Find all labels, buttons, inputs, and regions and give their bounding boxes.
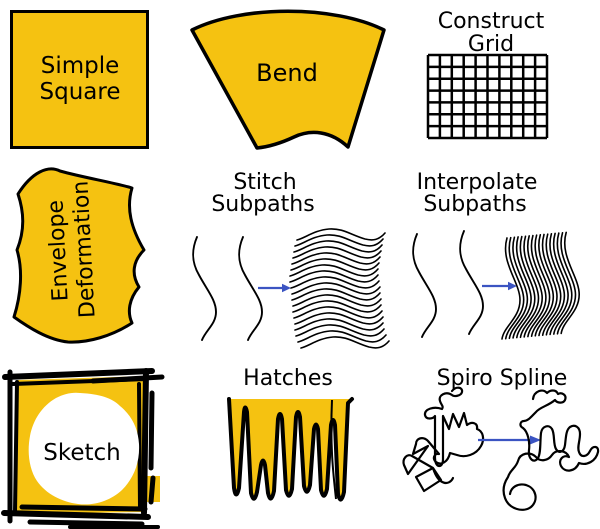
- sketch-strokes: [1, 368, 165, 529]
- envelope-label-line1: Envelope: [43, 199, 73, 302]
- hatches-thin-stroke: [330, 399, 337, 500]
- hatches-cell: Hatches: [227, 366, 354, 502]
- stitch-title-line2: Subpaths: [211, 192, 314, 217]
- envelope-label-group: Envelope Deformation: [43, 180, 100, 319]
- stitch-source-curve-2: [238, 236, 263, 341]
- interpolate-source-curve-1: [412, 233, 437, 338]
- stitch-arrow-head: [282, 283, 291, 293]
- spiro-arrow-head: [530, 435, 541, 445]
- interpolate-cell: Interpolate Subpaths: [412, 170, 581, 340]
- simple-square-label-line2: Square: [40, 79, 121, 105]
- spiro-result-path: [502, 389, 600, 511]
- construct-grid-title-line1: Construct: [438, 9, 545, 34]
- interpolate-arrow-icon: [482, 281, 517, 291]
- interpolate-title-line2: Subpaths: [423, 192, 526, 217]
- sketch-cell: Sketch: [1, 368, 165, 529]
- simple-square-shape: [10, 10, 149, 149]
- spiro-source-path: [402, 386, 485, 493]
- construct-grid-title-line2: Grid: [468, 32, 514, 57]
- interpolate-source-curve-2: [459, 230, 484, 335]
- envelope-cell: Envelope Deformation: [12, 167, 146, 344]
- spiro-arrow-icon: [478, 435, 541, 445]
- simple-square-cell: Simple Square: [10, 10, 149, 149]
- stitch-source-curve-1: [192, 236, 217, 341]
- stitch-title-line1: Stitch: [233, 170, 296, 195]
- envelope-shape: [12, 167, 146, 344]
- bend-shape: [190, 9, 386, 150]
- spiro-cell: Spiro Spline: [402, 366, 600, 511]
- sketch-highlight-blob: [28, 392, 140, 505]
- construct-grid-lines: [426, 53, 549, 140]
- hatches-title: Hatches: [243, 366, 333, 391]
- construct-grid-cell: Construct Grid: [426, 9, 549, 140]
- sketch-label: Sketch: [43, 440, 121, 466]
- stitch-result: [289, 228, 390, 349]
- simple-square-label-line1: Simple: [41, 53, 120, 79]
- interpolate-arrow-head: [508, 281, 517, 291]
- bend-label: Bend: [256, 59, 318, 87]
- interpolate-title-line1: Interpolate: [417, 170, 538, 195]
- hatches-shape: [227, 397, 354, 502]
- stitch-cell: Stitch Subpaths: [192, 170, 390, 349]
- stitch-arrow-icon: [258, 283, 291, 293]
- bend-cell: Bend: [190, 9, 386, 150]
